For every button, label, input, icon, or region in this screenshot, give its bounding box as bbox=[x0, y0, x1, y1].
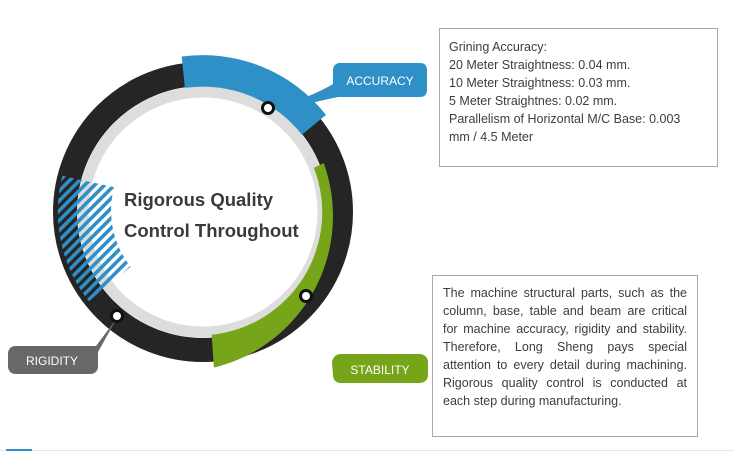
accuracy-line: mm / 4.5 Meter bbox=[449, 130, 534, 144]
center-title-line1: Rigorous Quality bbox=[124, 189, 274, 210]
stability-description: The machine structural parts, such as th… bbox=[443, 286, 687, 408]
accuracy-line: 20 Meter Straightness: 0.04 mm. bbox=[449, 58, 631, 72]
rigidity-hatch-segment bbox=[57, 175, 131, 302]
accuracy-tag-label: ACCURACY bbox=[346, 74, 413, 88]
inner-ring bbox=[77, 86, 329, 338]
stability-callout bbox=[314, 312, 428, 383]
accuracy-line: Parallelism of Horizontal M/C Base: 0.00… bbox=[449, 112, 681, 126]
rigidity-marker-dot bbox=[110, 309, 124, 323]
accuracy-details-box: Grining Accuracy: 20 Meter Straightness:… bbox=[439, 28, 718, 167]
accuracy-line: 10 Meter Straightness: 0.03 mm. bbox=[449, 76, 631, 90]
bottom-divider bbox=[0, 450, 734, 451]
stability-marker-dot bbox=[299, 289, 313, 303]
stability-tag-label: STABILITY bbox=[350, 363, 409, 377]
accuracy-line: Grining Accuracy: bbox=[449, 40, 547, 54]
accuracy-marker-dot bbox=[261, 101, 275, 115]
rigidity-tag-label: RIGIDITY bbox=[26, 354, 78, 368]
accuracy-arc-segment bbox=[181, 55, 326, 135]
stability-arc-segment bbox=[211, 163, 333, 368]
rigidity-callout bbox=[8, 318, 117, 374]
stability-details-box: The machine structural parts, such as th… bbox=[432, 275, 698, 437]
accuracy-callout bbox=[272, 63, 427, 110]
bottom-accent-mark bbox=[6, 449, 32, 451]
accuracy-line: 5 Meter Straightnes: 0.02 mm. bbox=[449, 94, 618, 108]
center-title-line2: Control Throughout bbox=[124, 220, 299, 241]
